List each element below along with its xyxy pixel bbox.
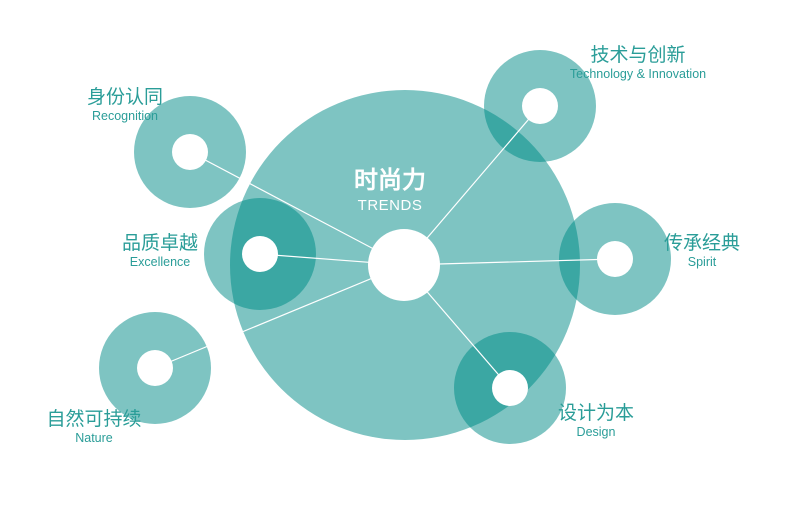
label-design-en: Design (576, 425, 616, 439)
label-nature-en: Nature (75, 431, 113, 445)
label-technology: 技术与创新 Technology & Innovation (570, 46, 706, 81)
dot-recognition (172, 134, 208, 170)
label-excellence: 品质卓越 Excellence (122, 234, 198, 269)
dot-excellence (242, 236, 278, 272)
label-nature-zh: 自然可持续 (46, 408, 142, 430)
dot-technology (522, 88, 558, 124)
label-excellence-en: Excellence (129, 255, 191, 269)
line-nature (154, 264, 405, 369)
label-excellence-zh: 品质卓越 (121, 232, 199, 254)
label-spirit: 传承经典 Spirit (664, 234, 740, 269)
center-title: 时尚力 TRENDS (354, 168, 426, 213)
dot-spirit (597, 241, 633, 277)
center-title-zh: 时尚力 (354, 166, 426, 194)
label-technology-en: Technology & Innovation (569, 67, 707, 81)
center-hub (368, 229, 440, 301)
label-nature: 自然可持续 Nature (46, 410, 141, 445)
label-recognition-en: Recognition (91, 109, 159, 123)
dot-nature (137, 350, 173, 386)
label-design-zh: 设计为本 (557, 402, 635, 424)
line-recognition (189, 151, 405, 266)
label-technology-zh: 技术与创新 (590, 44, 686, 66)
center-title-en: TRENDS (357, 197, 423, 214)
label-spirit-en: Spirit (687, 255, 717, 269)
label-design: 设计为本 Design (558, 404, 634, 439)
label-recognition: 身份认同 Recognition (87, 88, 163, 123)
label-spirit-zh: 传承经典 (663, 232, 741, 254)
label-recognition-zh: 身份认同 (86, 86, 164, 108)
dot-design (492, 370, 528, 406)
